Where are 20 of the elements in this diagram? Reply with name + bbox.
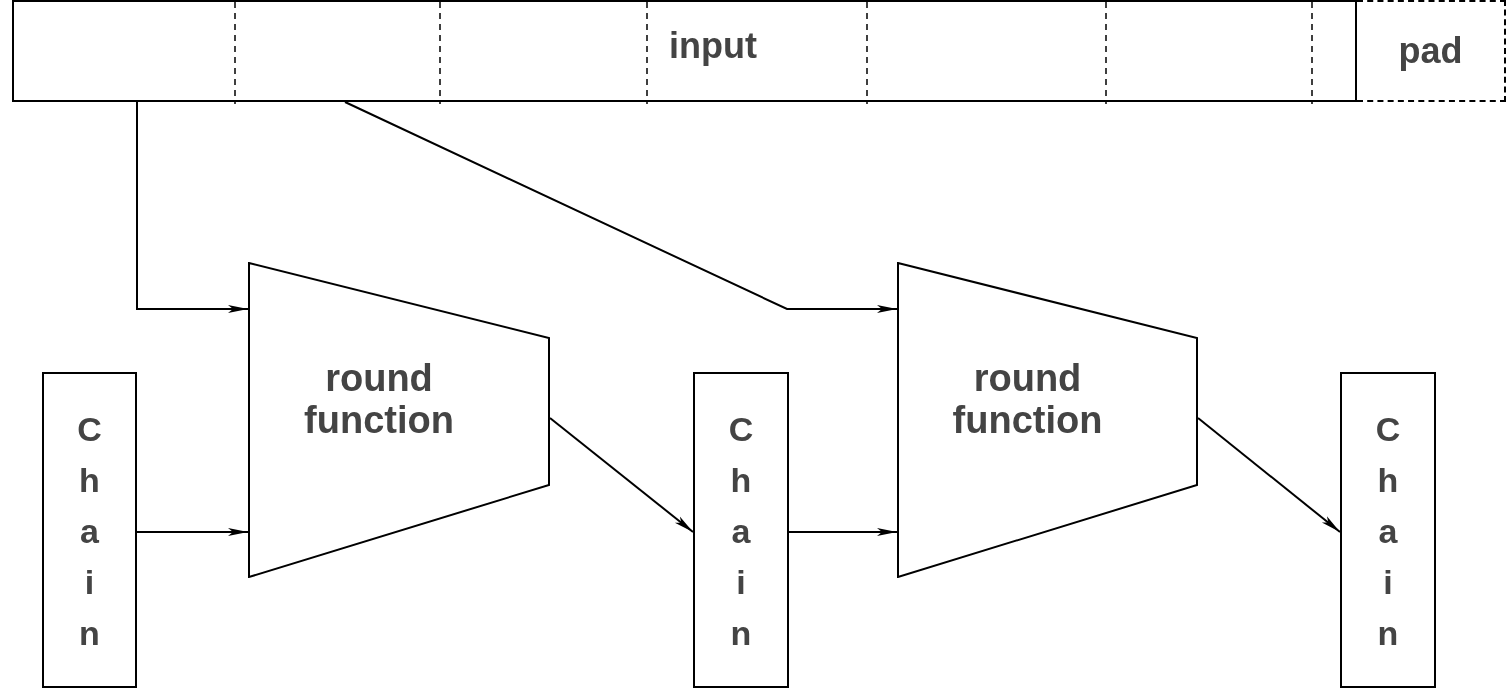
trapezoid-block [248, 262, 550, 578]
arrow [1197, 417, 1341, 533]
input-bar [12, 0, 1357, 102]
padding-box [1357, 0, 1506, 102]
vertical-label: Chain [728, 409, 754, 654]
arrow [344, 101, 898, 313]
vertical-label: Chain [76, 409, 103, 654]
arrow [788, 528, 898, 536]
block-label: round function [303, 358, 455, 442]
chain-column [42, 372, 137, 688]
pad-label: pad [1398, 33, 1463, 69]
vertical-label: Chain [1375, 409, 1401, 654]
chain-column [1340, 372, 1436, 688]
bar-label: input [669, 28, 757, 64]
arrow [136, 101, 249, 313]
block-label: round function [951, 358, 1104, 442]
trapezoid-block [897, 262, 1198, 578]
arrow [549, 417, 694, 533]
arrow [136, 528, 249, 536]
chain-column [693, 372, 789, 688]
